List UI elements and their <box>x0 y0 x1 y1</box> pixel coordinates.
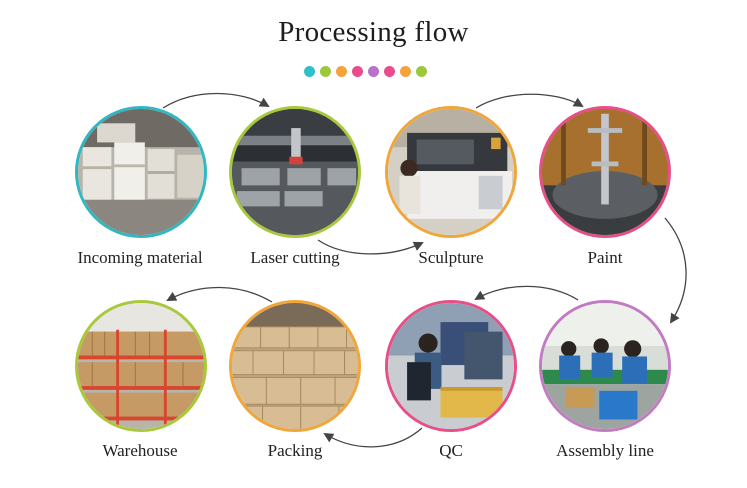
step-label-paint: Paint <box>587 248 623 267</box>
laser-cutting-machine-photo <box>232 109 358 235</box>
quality-check-station-photo <box>388 303 514 429</box>
warehouse-shelving-photo <box>78 303 204 429</box>
step-label-assembly-line: Assembly line <box>556 441 654 460</box>
step-image-qc <box>385 300 517 432</box>
step-image-warehouse <box>75 300 207 432</box>
decorative-dot <box>352 66 363 77</box>
decorative-dot <box>336 66 347 77</box>
arrow-packing-to-warehouse <box>166 286 273 303</box>
decorative-dot <box>384 66 395 77</box>
step-image-laser-cutting <box>229 106 361 238</box>
step-label-qc: QC <box>439 441 463 460</box>
arrow-paint-to-assembly <box>664 217 687 324</box>
warehouse-stacked-boxes-photo <box>78 109 204 235</box>
page-title: Processing flow <box>278 16 469 48</box>
step-image-packing <box>229 300 361 432</box>
step-label-sculpture: Sculpture <box>418 248 484 267</box>
step-label-incoming-material: Incoming material <box>77 248 203 267</box>
arrow-sculpture-to-paint <box>475 93 584 109</box>
decorative-dot <box>416 66 427 77</box>
assembly-line-workers-photo <box>542 303 668 429</box>
cardboard-boxes-photo <box>232 303 358 429</box>
decorative-dot <box>368 66 379 77</box>
arrow-assembly-to-qc <box>474 285 579 301</box>
step-image-incoming-material <box>75 106 207 238</box>
decorative-dot <box>400 66 411 77</box>
engraving-machine-operator-photo <box>388 109 514 235</box>
step-image-paint <box>539 106 671 238</box>
step-image-sculpture <box>385 106 517 238</box>
decorative-dot-row <box>304 66 427 78</box>
step-label-laser-cutting: Laser cutting <box>250 248 340 267</box>
paint-chamber-photo <box>542 109 668 235</box>
step-label-warehouse: Warehouse <box>102 441 178 460</box>
step-image-assembly-line <box>539 300 671 432</box>
arrow-incoming-to-laser <box>162 92 270 109</box>
decorative-dot <box>304 66 315 77</box>
decorative-dot <box>320 66 331 77</box>
step-label-packing: Packing <box>267 441 323 460</box>
